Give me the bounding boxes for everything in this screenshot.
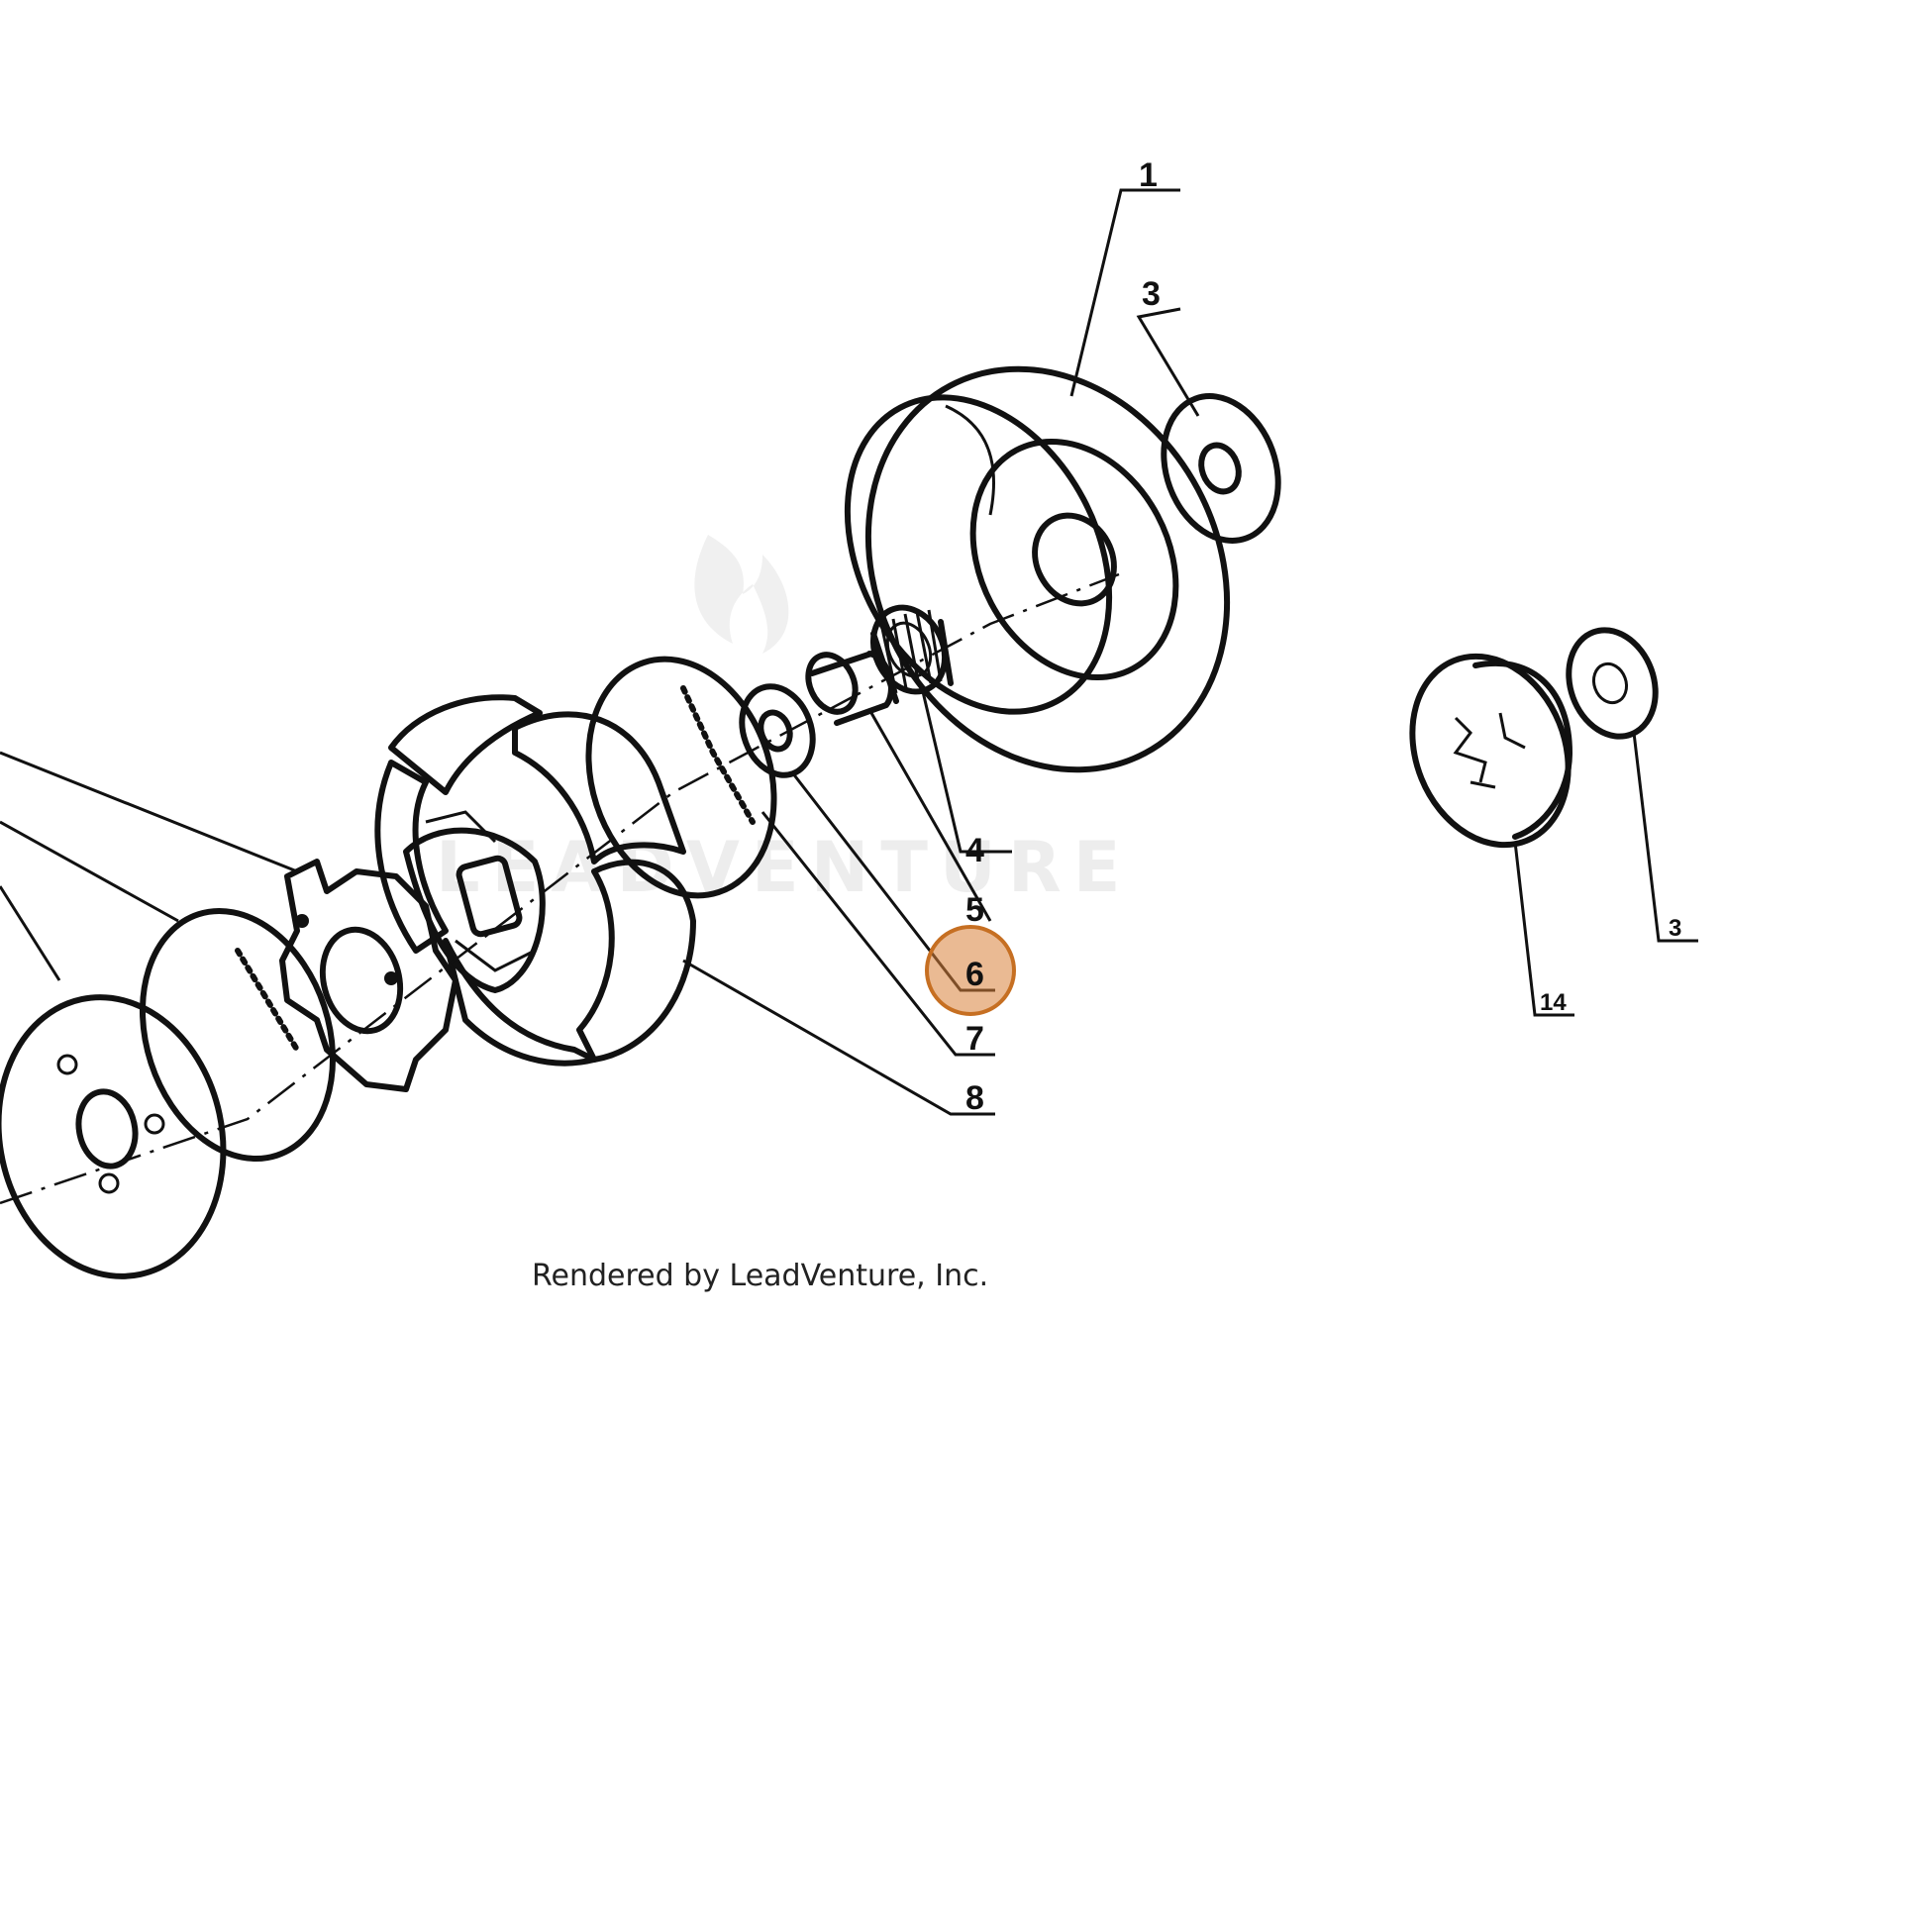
leader-lines [0, 188, 1698, 1116]
clutch-drum[interactable] [795, 306, 1295, 833]
render-credit: Rendered by LeadVenture, Inc. [532, 1259, 988, 1293]
washer-top[interactable] [1145, 380, 1298, 558]
callout-14[interactable]: 14 [1540, 989, 1567, 1016]
callout-3-right[interactable]: 3 [1669, 915, 1681, 942]
callouts: 1 3 4 5 6 7 8 3 14 [965, 156, 1681, 1117]
drive-plate[interactable] [0, 976, 249, 1297]
callout-3-top[interactable]: 3 [1142, 275, 1161, 313]
highlight-circle [925, 925, 1016, 1016]
bushing[interactable] [799, 648, 894, 726]
callout-4[interactable]: 4 [965, 832, 984, 869]
watermark-logo-icon: LEADVENTURE [436, 535, 1133, 908]
clutch-hub[interactable] [279, 859, 458, 1092]
callout-8[interactable]: 8 [965, 1079, 984, 1117]
washer-right[interactable] [1555, 618, 1671, 749]
clutch-spring-ring[interactable] [559, 635, 804, 920]
clutch-shoe-assembly[interactable] [374, 694, 696, 1067]
assembly-centerline [0, 572, 1120, 1205]
callout-5[interactable]: 5 [965, 891, 984, 929]
callout-1[interactable]: 1 [1139, 156, 1158, 194]
garter-spring[interactable] [112, 886, 363, 1183]
sprocket[interactable] [1385, 633, 1596, 868]
callout-7[interactable]: 7 [965, 1020, 984, 1058]
callout-6[interactable]: 6 [965, 956, 984, 993]
watermark-text: LEADVENTURE [436, 827, 1133, 908]
